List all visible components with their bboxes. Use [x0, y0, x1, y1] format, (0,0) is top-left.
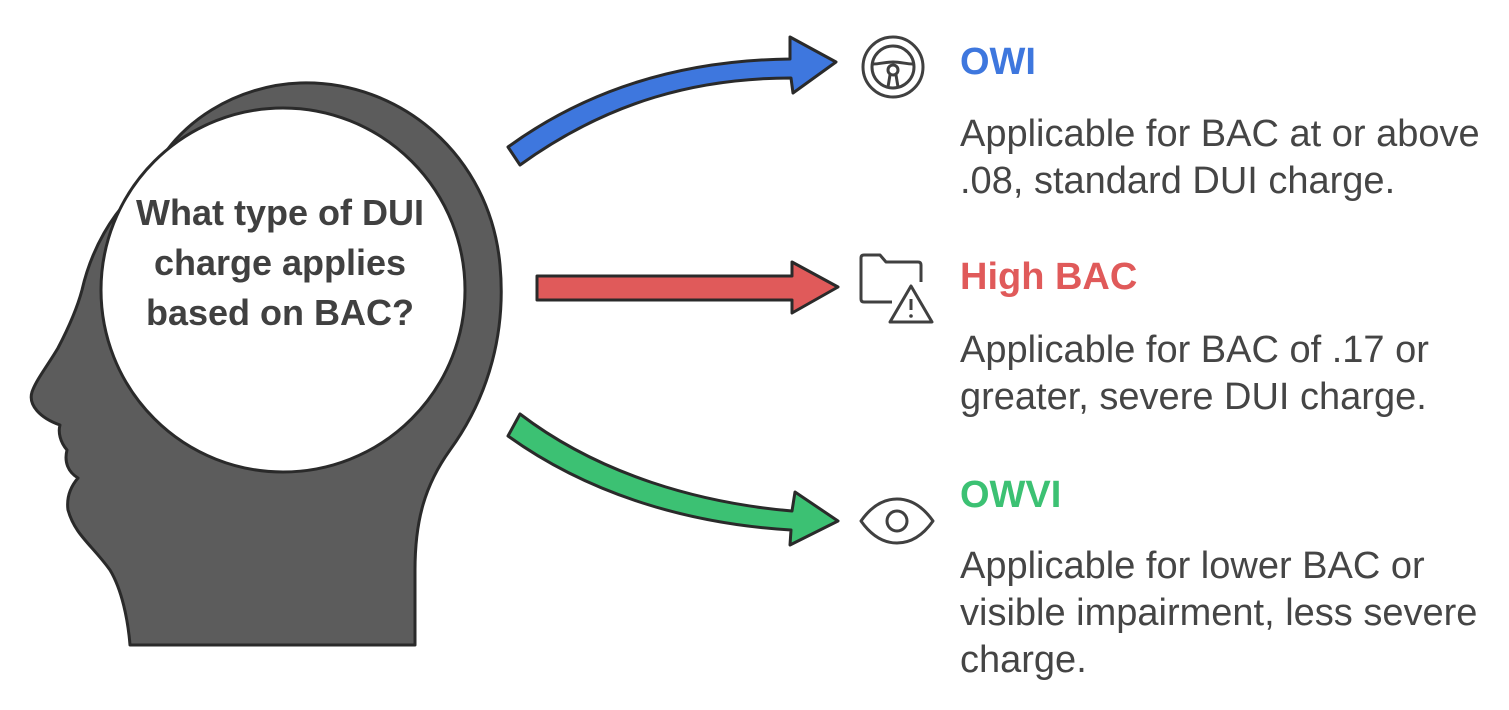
- option-title-owi: OWI: [960, 41, 1036, 83]
- option-description-high-bac: Applicable for BAC of .17 or greater, se…: [960, 329, 1429, 418]
- arrow-owi: [506, 35, 838, 167]
- option-description-owvi: Applicable for lower BAC or visible impa…: [960, 545, 1478, 681]
- eye-icon: [859, 497, 935, 545]
- folder-warning-icon: [859, 253, 934, 324]
- arrow-high-bac: [535, 260, 840, 315]
- steering-wheel-icon: [861, 35, 925, 99]
- arrow-owvi: [506, 412, 840, 547]
- central-question: What type of DUI charge applies based on…: [136, 192, 424, 333]
- option-title-high-bac: High BAC: [960, 256, 1138, 298]
- option-title-owvi: OWVI: [960, 474, 1062, 516]
- thought-circle: [99, 106, 467, 474]
- option-description-owi: Applicable for BAC at or above .08, stan…: [960, 113, 1480, 202]
